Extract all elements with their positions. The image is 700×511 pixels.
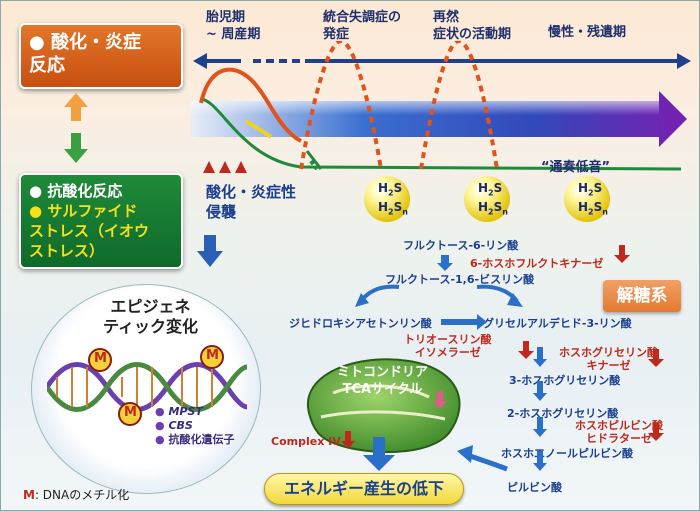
eno-label: ホスホピルビン酸 ヒドラターゼ xyxy=(575,419,663,445)
oxidation-label: ● 酸化・炎症 反応 xyxy=(29,31,141,77)
pink-down-arrow-icon xyxy=(433,391,447,409)
h2s-text-2: H2S H2Sn xyxy=(478,181,508,217)
mito-label: ミトコンドリア TCAサイクル xyxy=(337,365,429,397)
p3g-label: 3-ホスホグリセリン酸 xyxy=(509,374,621,387)
pgk-label: ホスホグリセリン酸 キナーゼ xyxy=(559,346,658,372)
timeline-graphics xyxy=(191,53,691,147)
pfk-label: 6-ホスホフルクトキナーゼ xyxy=(470,257,604,270)
mitochondria-icon xyxy=(306,358,461,454)
gene-list: ● MPST ● CBS ● 抗酸化遺伝子 xyxy=(155,405,235,446)
down-arrow-icon xyxy=(197,235,223,267)
f6p-label: フルクトース-6-リン酸 xyxy=(403,239,519,252)
blue-down-arrow-icon xyxy=(363,437,395,471)
tsuso-label: “通奏低音” xyxy=(541,160,611,175)
h2s-text-3: H2S H2Sn xyxy=(578,181,608,217)
bullet-icon: ● xyxy=(155,419,165,432)
antioxidant-text: 抗酸化反応 xyxy=(47,182,123,200)
h2s-sphere-3 xyxy=(564,176,610,222)
methyl-badge-icon-1 xyxy=(88,348,112,372)
white-bullet-icon: ● xyxy=(29,182,43,200)
methylation-legend: M: DNAのメチル化 xyxy=(23,488,130,502)
f16bp-label: フルクトース-1,6-ビスリン酸 xyxy=(385,273,535,286)
antioxidant-line2: ● サルファイド ストレス（イオウ ストレス） xyxy=(29,201,149,261)
complex-iv-label: Complex IV xyxy=(271,435,341,448)
dhap-label: ジヒドロキシアセトンリン酸 xyxy=(289,317,432,330)
bullet-icon: ● xyxy=(29,32,45,53)
red-down-arrow-icon xyxy=(341,431,355,449)
yellow-bullet-icon: ● xyxy=(29,202,43,220)
oxidation-box: ● 酸化・炎症 反応 xyxy=(19,23,183,89)
sulfide-text: サルファイド ストレス（イオウ ストレス） xyxy=(29,202,150,260)
curves xyxy=(199,41,682,173)
epigenetic-label: エピジェネ ティック変化 xyxy=(103,297,199,336)
pyr-label: ピルビン酸 xyxy=(507,481,562,494)
header-col3: 再然 症状の活動期 xyxy=(433,10,512,42)
p2g-label: 2-ホスホグリセリン酸 xyxy=(507,407,619,420)
methyl-badge-label-1: M xyxy=(94,351,107,366)
antioxidant-box: ● 抗酸化反応 ● サルファイド ストレス（イオウ ストレス） xyxy=(19,173,183,269)
oxidation-text: 酸化・炎症 反応 xyxy=(29,32,141,76)
header-col4: 慢性・残遺期 xyxy=(548,25,627,40)
antioxidant-line1: ● 抗酸化反応 xyxy=(29,181,122,201)
methyl-badge-label-2: M xyxy=(206,348,219,363)
vertical-arrows xyxy=(64,93,88,163)
h2s-text-1: H2S H2Sn xyxy=(378,181,408,217)
pathway-arrows xyxy=(355,245,664,472)
methyl-badge-label-3: M xyxy=(124,405,137,420)
bullet-icon: ● xyxy=(155,433,165,446)
tpi-label: トリオースリン酸 イソメラーゼ xyxy=(404,333,492,359)
bullet-icon: ● xyxy=(155,405,165,418)
methyl-badge-icon-3 xyxy=(118,402,142,426)
header-col1: 胎児期 ~ 周産期 xyxy=(206,10,261,42)
dna-helix-icon xyxy=(47,362,247,412)
h2s-sphere-1 xyxy=(364,176,410,222)
glycolysis-box: 解糖系 xyxy=(603,280,681,312)
header-col2: 統合失調症の 発症 xyxy=(323,10,402,42)
energy-decrease-pill: エネルギー産生の低下 xyxy=(264,473,464,505)
methyl-badge-icon-2 xyxy=(200,345,224,369)
oxidation-attack-label: 酸化・炎症性 侵襲 xyxy=(206,183,297,221)
h2s-sphere-2 xyxy=(464,176,510,222)
pep-label: ホスホエノールピルビン酸 xyxy=(501,447,633,460)
g3p-label: グリセルアルデヒド-3-リン酸 xyxy=(483,317,632,330)
